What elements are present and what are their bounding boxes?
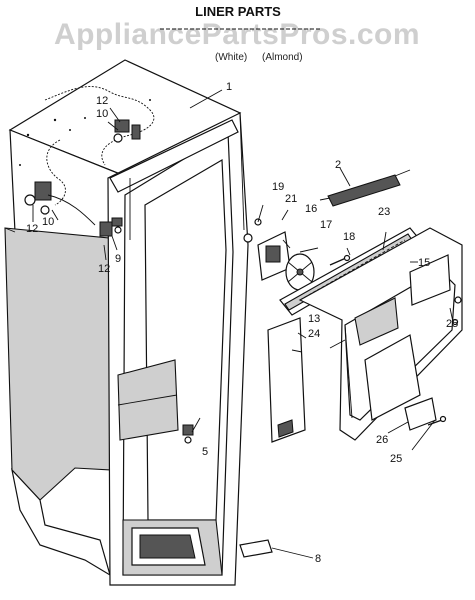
part-5-fastener (182, 424, 194, 444)
leader-lines (32, 89, 454, 559)
callout-23: 23 (378, 206, 390, 218)
part-8-strip (239, 539, 273, 558)
part-26-bracket (404, 397, 447, 431)
callout-12-top: 12 (96, 95, 108, 107)
diagram-title: LINER PARTS (195, 4, 281, 19)
subtitle-almond: (Almond) (262, 52, 303, 63)
callout-17: 17 (320, 219, 332, 231)
callout-9: 9 (115, 253, 121, 265)
callout-25-bottom: 25 (390, 453, 402, 465)
callout-10-top: 10 (96, 108, 108, 120)
callout-10-left: 10 (42, 216, 54, 228)
callout-labels: 1 2 5 8 9 10 10 12 12 12 13 15 16 17 18 … (26, 81, 458, 565)
callout-5: 5 (202, 446, 208, 458)
callout-26: 26 (376, 434, 388, 446)
callout-25-right: 25 (446, 318, 458, 330)
callout-21: 21 (285, 193, 297, 205)
callout-24: 24 (308, 328, 320, 340)
callout-18: 18 (343, 231, 355, 243)
callout-19: 19 (272, 181, 284, 193)
callout-12-mid: 12 (98, 263, 110, 275)
callout-16: 16 (305, 203, 317, 215)
callout-1: 1 (226, 81, 232, 93)
watermark-text: AppliancePartsPros.com (54, 18, 420, 51)
liner-cabinet (4, 59, 249, 586)
part-2-bracket (319, 169, 411, 207)
fan-assembly (243, 218, 351, 291)
callout-12-left: 12 (26, 223, 38, 235)
part-13-panel (267, 317, 306, 443)
callout-15: 15 (418, 257, 430, 269)
callout-13: 13 (308, 313, 320, 325)
evaporator-cover (298, 227, 463, 441)
subtitle-white: (White) (215, 52, 247, 63)
callout-2: 2 (335, 159, 341, 171)
callout-8: 8 (315, 553, 321, 565)
